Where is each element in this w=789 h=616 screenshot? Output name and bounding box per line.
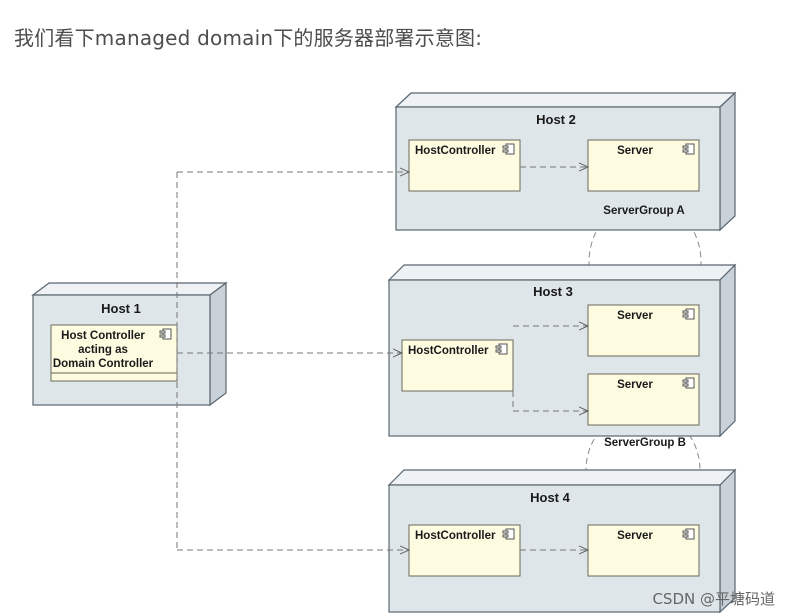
host1-title: Host 1 — [101, 301, 141, 316]
host4-node: Host 4 HostController Server — [387, 468, 737, 614]
host1-component-line1: Host Controller — [61, 330, 145, 342]
component-icon — [682, 528, 695, 540]
component-icon — [495, 343, 508, 355]
caption-text: 我们看下managed domain下的服务器部署示意图: — [14, 26, 483, 50]
connectors — [176, 167, 588, 550]
component-icon — [682, 143, 695, 155]
component-icon — [682, 308, 695, 320]
watermark: CSDN @平塘码道 — [652, 590, 775, 608]
servergroup-b-label: ServerGroup B — [604, 437, 686, 449]
host1-node: Host 1 Host Controller acting as Domain … — [31, 281, 228, 407]
component-icon — [159, 328, 172, 340]
host3-title: Host 3 — [533, 284, 573, 299]
host4-controller-label: HostController — [415, 530, 496, 542]
host2-title: Host 2 — [536, 112, 576, 127]
servergroup-a-label: ServerGroup A — [603, 205, 684, 217]
component-icon — [682, 377, 695, 389]
host3-server1-label: Server — [617, 310, 653, 322]
host2-node: Host 2 HostController Server ServerGroup… — [394, 91, 737, 232]
host3-controller-label: HostController — [408, 345, 489, 357]
component-icon — [502, 528, 515, 540]
host1-component-line2: acting as — [78, 344, 128, 356]
host3-node: Host 3 HostController Server Server Serv… — [387, 263, 737, 449]
host2-controller-label: HostController — [415, 145, 496, 157]
host4-server-label: Server — [617, 530, 653, 542]
host3-server2-label: Server — [617, 379, 653, 391]
host2-server-label: Server — [617, 145, 653, 157]
component-icon — [502, 143, 515, 155]
host1-component-line3: Domain Controller — [53, 358, 154, 370]
host4-title: Host 4 — [530, 490, 571, 505]
arrow-host3-server2 — [512, 391, 588, 411]
